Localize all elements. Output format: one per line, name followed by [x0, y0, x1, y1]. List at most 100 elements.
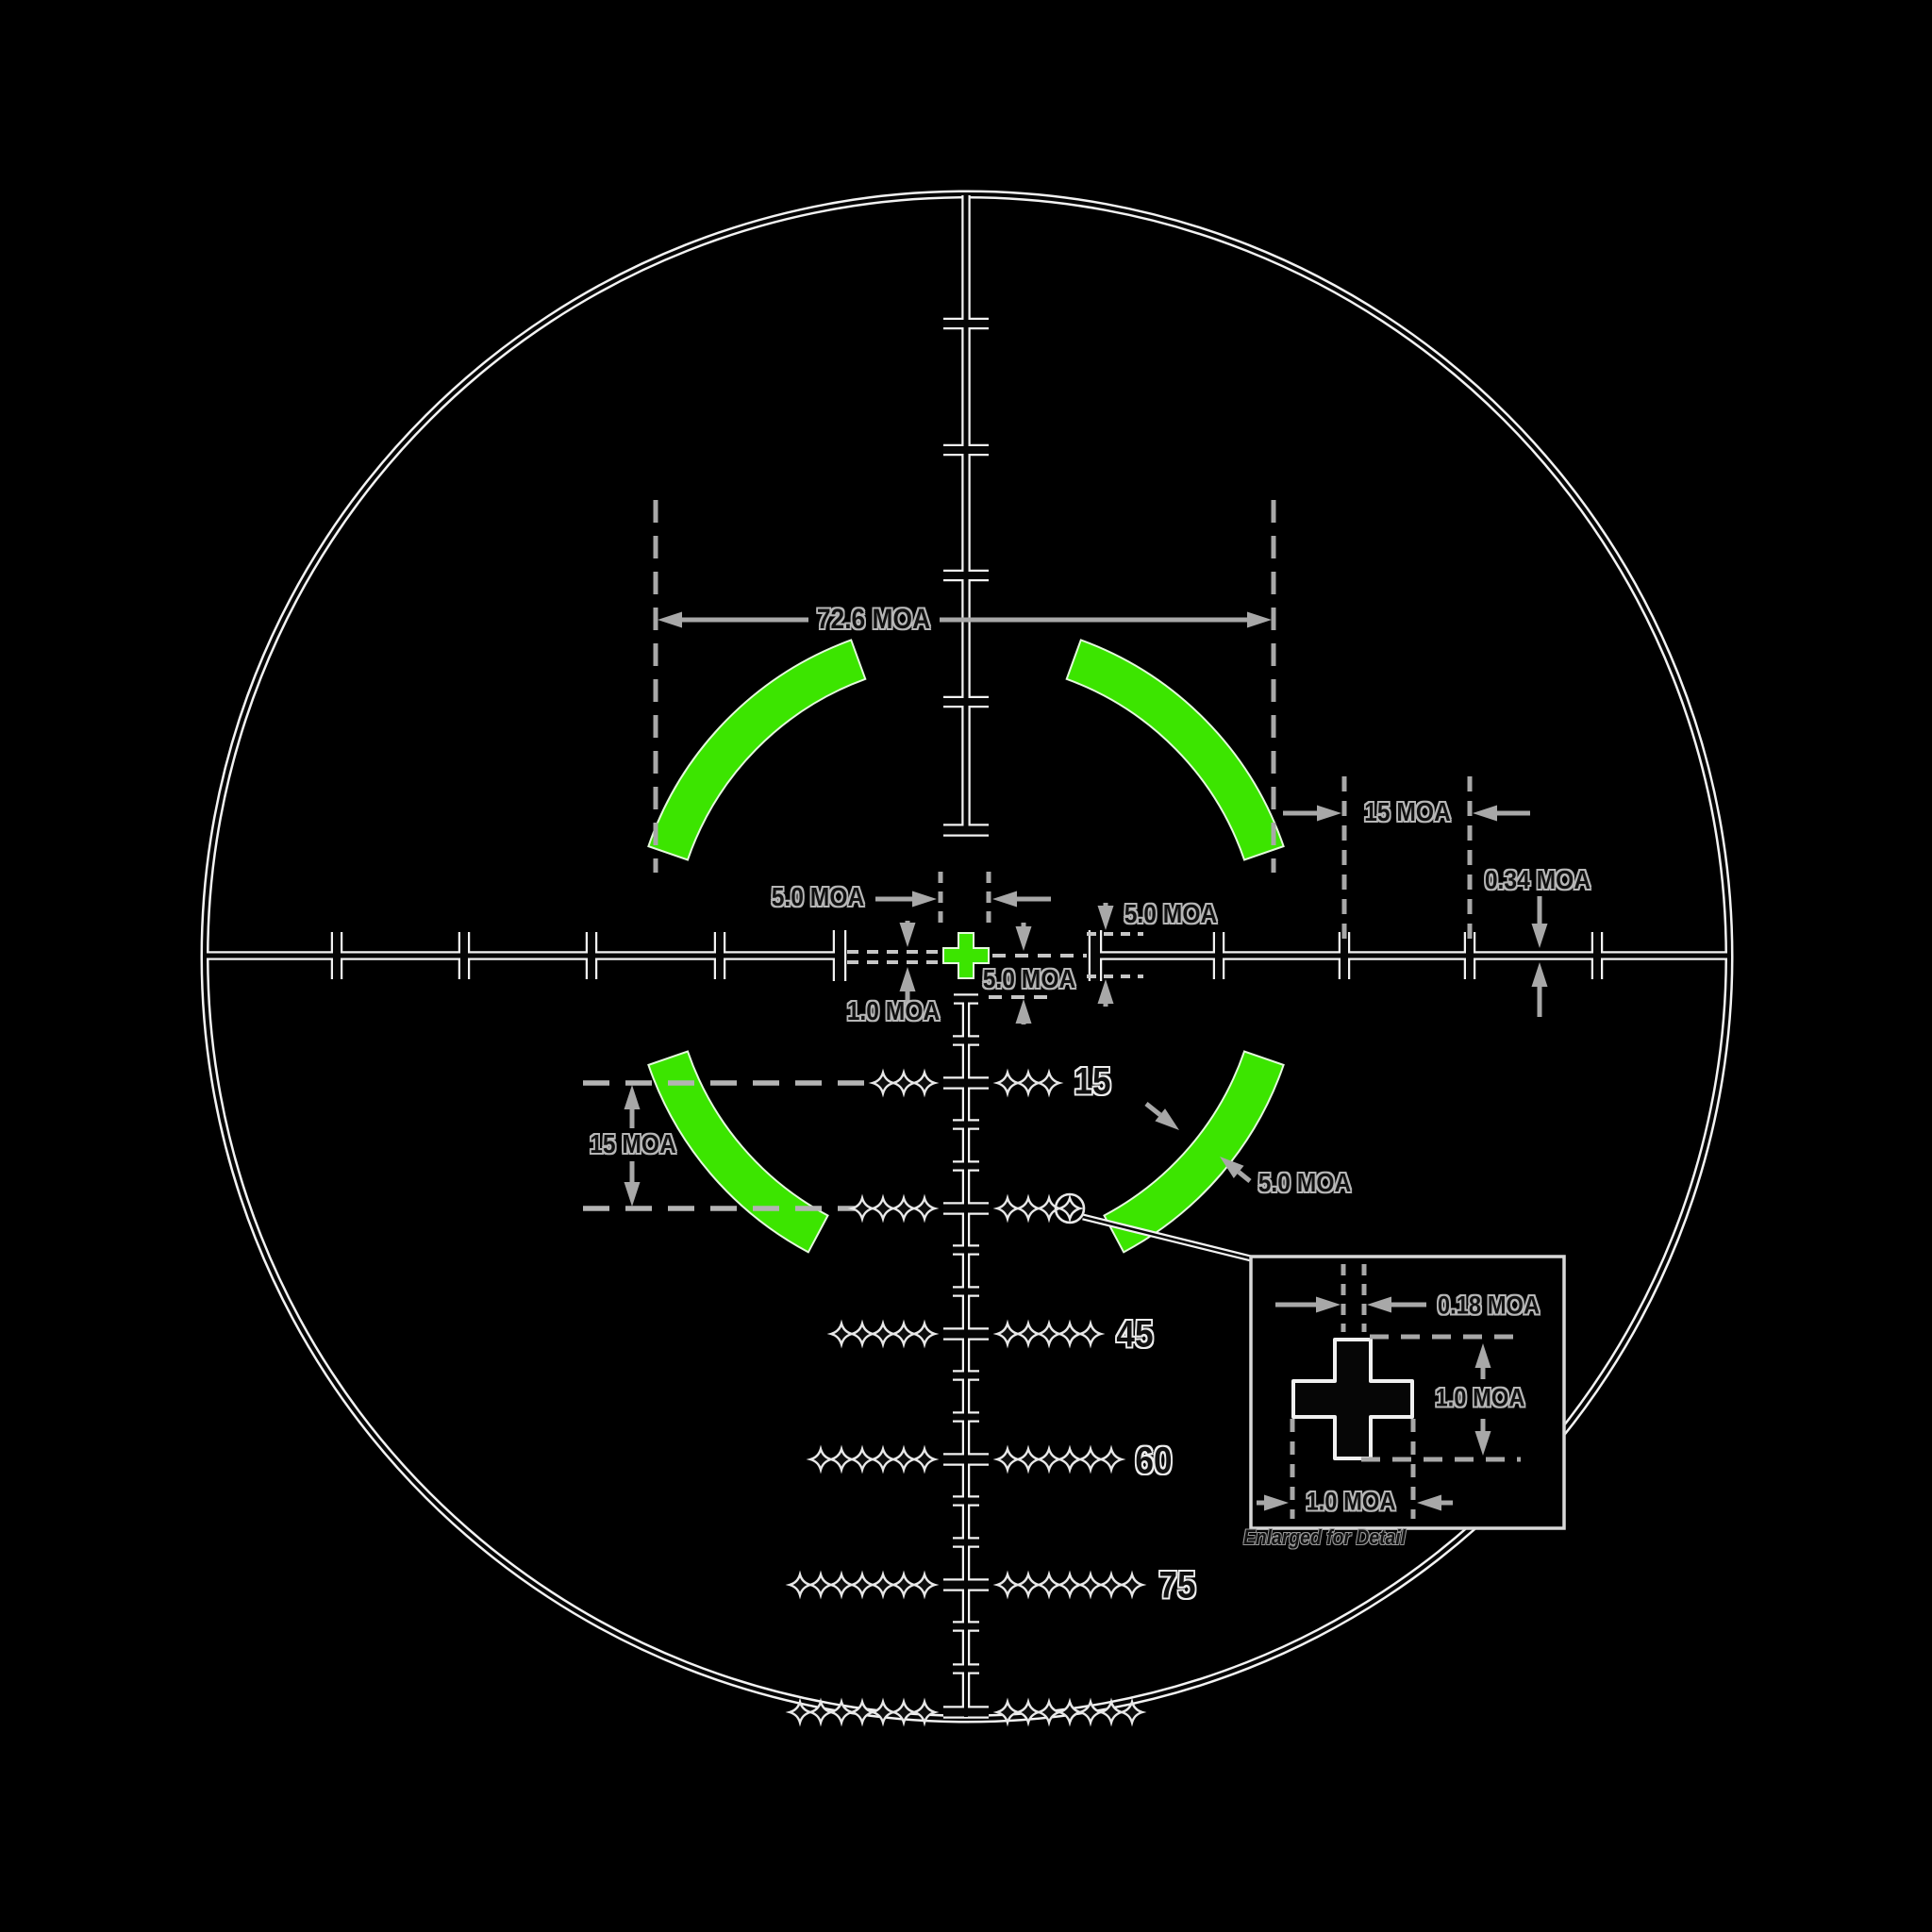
hold-diamond: [1055, 1193, 1085, 1224]
illuminated-arc: [1065, 639, 1285, 861]
hold-diamond: [1055, 1444, 1085, 1474]
hold-diamond: [806, 1570, 836, 1600]
dimension-arrowhead: [899, 923, 916, 947]
dim-label-5-moa-arc: 5.0 MOA: [1257, 1168, 1352, 1197]
scope-field-circle: [203, 192, 1731, 1721]
illuminated-arc: [1103, 1050, 1285, 1254]
hold-diamond: [1034, 1319, 1064, 1349]
holdover-label-45: 45: [1116, 1313, 1154, 1356]
hold-diamond: [1096, 1697, 1126, 1727]
dimension-arrowhead: [1367, 1296, 1391, 1313]
hold-diamond: [847, 1193, 877, 1224]
dimension-arrowhead: [899, 967, 916, 991]
dim-label-0-34-moa: 0.34 MOA: [1484, 865, 1591, 894]
hold-diamond: [909, 1444, 940, 1474]
hold-diamond: [868, 1570, 898, 1600]
hold-diamond: [1013, 1193, 1043, 1224]
hold-diamond: [992, 1319, 1023, 1349]
dimension-arrowhead: [1097, 979, 1114, 1004]
hold-diamond: [1117, 1697, 1147, 1727]
dimension-arrowhead: [1474, 1431, 1491, 1456]
dimension-arrowhead: [1316, 1296, 1341, 1313]
dimension-arrowhead: [912, 891, 937, 908]
dimension-arrowhead: [1473, 805, 1497, 822]
dimension-arrowhead: [624, 1085, 641, 1109]
hold-diamond: [847, 1570, 877, 1600]
dimension-arrowhead: [658, 611, 682, 628]
dimension-arrow: [1144, 1102, 1162, 1117]
hold-diamond: [868, 1068, 898, 1098]
hold-diamond: [1055, 1570, 1085, 1600]
hold-diamond: [1075, 1319, 1106, 1349]
dim-label-5-moa-cap: 5.0 MOA: [1124, 899, 1218, 928]
dimension-arrowhead: [1247, 611, 1272, 628]
hold-diamond: [889, 1697, 919, 1727]
hold-diamond: [909, 1068, 940, 1098]
dimension-arrowhead: [992, 891, 1017, 908]
hold-diamond: [868, 1697, 898, 1727]
dim-label-5-moa-left: 5.0 MOA: [771, 882, 865, 911]
hold-diamond: [1055, 1319, 1085, 1349]
holdover-label-60: 60: [1135, 1440, 1173, 1482]
hold-diamond: [992, 1068, 1023, 1098]
dim-label-15-moa-right: 15 MOA: [1364, 797, 1451, 826]
inset-caption: Enlarged for Detail: [1242, 1525, 1407, 1549]
hold-diamond: [847, 1444, 877, 1474]
dimension-arrowhead: [1015, 926, 1032, 951]
hold-diamond: [826, 1570, 857, 1600]
hold-diamond: [1013, 1068, 1043, 1098]
inset-leader-line: [1082, 1215, 1252, 1260]
dimension-arrowhead: [1474, 1343, 1491, 1368]
hold-diamond: [1075, 1444, 1106, 1474]
hold-diamond: [889, 1319, 919, 1349]
hold-diamond: [1096, 1444, 1126, 1474]
dimension-arrowhead: [624, 1182, 641, 1207]
dim-label-15-moa-left: 15 MOA: [590, 1129, 676, 1158]
hold-diamond: [826, 1444, 857, 1474]
hold-diamond: [1096, 1570, 1126, 1600]
inset-label-0-18-moa: 0.18 MOA: [1437, 1291, 1541, 1320]
hold-diamond: [826, 1319, 857, 1349]
detail-callout-circle: [1054, 1192, 1086, 1224]
hold-diamond: [992, 1193, 1023, 1224]
inset-label-1-moa-h: 1.0 MOA: [1306, 1487, 1396, 1516]
hold-diamond: [1075, 1570, 1106, 1600]
hold-diamond: [1013, 1319, 1043, 1349]
hold-diamond: [1013, 1697, 1043, 1727]
hold-diamond: [847, 1697, 877, 1727]
hold-diamond: [992, 1570, 1023, 1600]
hold-diamond: [889, 1570, 919, 1600]
hold-diamond: [806, 1697, 836, 1727]
hold-diamond: [909, 1570, 940, 1600]
illuminated-arc: [647, 639, 867, 861]
hold-diamond: [1055, 1697, 1085, 1727]
holdover-label-15: 15: [1074, 1060, 1111, 1103]
hold-diamond: [868, 1319, 898, 1349]
hold-diamond: [889, 1068, 919, 1098]
dimension-arrowhead: [1531, 962, 1548, 987]
hold-diamond: [909, 1319, 940, 1349]
dimension-arrowhead: [1015, 999, 1032, 1024]
hold-diamond: [1034, 1570, 1064, 1600]
dim-label-1-moa-center: 1.0 MOA: [846, 996, 941, 1025]
dimension-arrowhead: [1531, 924, 1548, 948]
dimension-arrow: [1237, 1170, 1252, 1183]
hold-diamond: [909, 1193, 940, 1224]
hold-diamond: [889, 1444, 919, 1474]
dimension-arrowhead: [1155, 1108, 1179, 1130]
center-aiming-cross: [942, 932, 990, 979]
hold-diamond: [785, 1570, 815, 1600]
inset-label-1-moa-v: 1.0 MOA: [1435, 1383, 1525, 1412]
dimension-arrowhead: [1417, 1494, 1441, 1511]
illuminated-arc: [647, 1050, 829, 1254]
hold-diamond: [806, 1444, 836, 1474]
hold-diamond: [992, 1697, 1023, 1727]
dimension-arrowhead: [1097, 906, 1114, 930]
dim-label-5-moa-below: 5.0 MOA: [982, 964, 1076, 993]
hold-diamond: [826, 1697, 857, 1727]
hold-diamond: [1034, 1068, 1064, 1098]
dim-label-72-6-moa: 72.6 MOA: [816, 604, 931, 635]
inset-cross-detail: [1291, 1338, 1414, 1460]
